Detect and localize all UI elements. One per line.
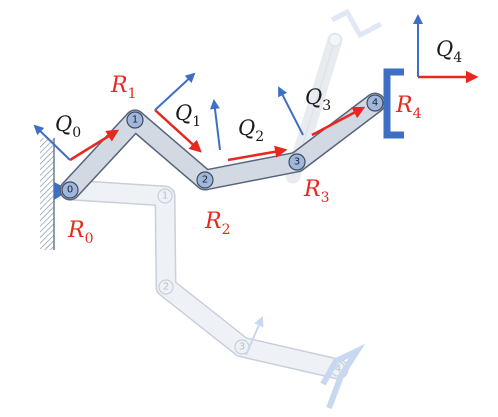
main-link-2 (196, 153, 306, 189)
arm-joints: 0 1 2 3 4 (61, 94, 384, 199)
axis-q0-y (33, 124, 71, 161)
main-joint-circle (366, 94, 384, 112)
labels: R1 Q0 Q1 Q2 Q3 Q4 R4 R3 R2 R0 (55, 37, 462, 247)
main-j4: 4 (366, 94, 384, 112)
axis-q3-x (311, 106, 366, 137)
axis-q3-y (278, 86, 304, 136)
label-q4: Q4 (436, 37, 462, 66)
main-joint-circle (288, 153, 306, 171)
label-r2: R2 (204, 209, 231, 238)
ghost-joint-circle (158, 279, 174, 295)
axis-q0-x (69, 129, 120, 162)
label-r3: R3 (303, 177, 330, 206)
axis-q1-y (154, 72, 196, 111)
ghost-link-2 (157, 278, 251, 356)
axis-q1-x (154, 109, 202, 153)
main-j2: 2 (196, 171, 214, 189)
label-q2: Q2 (238, 116, 264, 145)
ghost-gripper-upper (330, 8, 383, 39)
ghost-joint-number: 1 (162, 191, 168, 202)
main-joint-number: 1 (132, 115, 138, 126)
main-joint-number: 0 (67, 185, 73, 196)
ghost-gripper-lower (320, 343, 366, 410)
ghost-joint-number: 2 (163, 282, 169, 293)
axis-q2-x (227, 145, 288, 162)
main-j1: 1 (126, 111, 144, 129)
frame-axes (33, 14, 479, 162)
arm-links (59, 92, 386, 201)
main-j0: 0 (61, 181, 79, 199)
main-joint-circle (61, 181, 79, 199)
ghost-configuration-lower: 1 2 3 4 (59, 179, 366, 410)
main-joint-number: 4 (372, 98, 378, 109)
label-r4: R4 (395, 93, 422, 122)
main-j3: 3 (288, 153, 306, 171)
label-q3: Q3 (305, 85, 331, 114)
main-joint-circle (196, 171, 214, 189)
ghost-joint-upper (328, 33, 342, 47)
label-r1: R1 (110, 73, 137, 102)
label-q1: Q1 (175, 101, 201, 130)
ghost-joint-number: 4 (335, 364, 341, 375)
ghost-link-3 (233, 338, 347, 378)
main-joint-circle (126, 111, 144, 129)
label-q0: Q0 (55, 112, 81, 141)
ghost-joint-number: 3 (239, 342, 245, 353)
ghost-joint-circle (157, 188, 173, 204)
ghost-g2: 2 (158, 279, 174, 295)
ghost-link-1 (156, 187, 175, 296)
wall-hatch (40, 138, 54, 250)
label-r0: R0 (67, 218, 94, 247)
ghost-g1: 1 (157, 188, 173, 204)
axis-q2-y (210, 99, 221, 151)
main-link-1 (126, 111, 214, 189)
ghost-link-0 (61, 181, 174, 205)
main-link-0 (61, 111, 144, 199)
main-joint-number: 3 (294, 157, 300, 168)
main-joint-number: 2 (202, 175, 208, 186)
ghost-axis-lower (245, 316, 264, 356)
